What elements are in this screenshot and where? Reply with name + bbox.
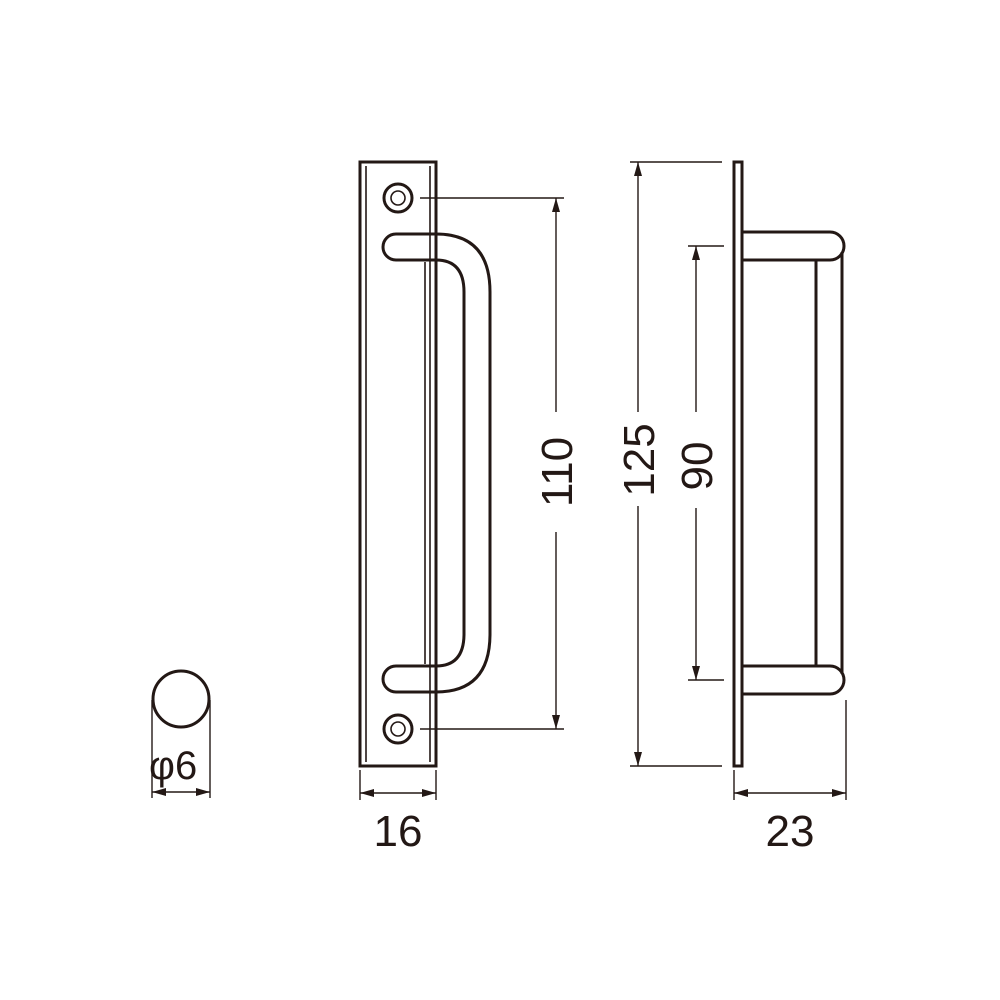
arrow-head — [832, 789, 846, 797]
handle-leg-bottom — [742, 664, 846, 696]
screw-hole-top-inner — [390, 190, 406, 206]
dim-label-90: 90 — [673, 442, 722, 491]
arrow-head — [692, 666, 700, 680]
rod-section-view: φ6 — [149, 669, 211, 798]
arrow-head — [634, 162, 642, 176]
dim-label-125: 125 — [615, 423, 664, 496]
handle-leg-top — [742, 230, 846, 262]
arrow-head — [152, 788, 166, 796]
arrow-head — [552, 198, 560, 212]
arrow-head — [734, 789, 748, 797]
handle-rod-outer — [381, 232, 492, 694]
plate-side — [732, 160, 744, 768]
arrow-head — [196, 788, 210, 796]
screw-hole-bottom — [382, 713, 414, 745]
arrow-head — [422, 789, 436, 797]
dim-label-16: 16 — [374, 807, 423, 856]
screw-hole-top — [382, 182, 414, 214]
dim-label-110: 110 — [533, 437, 582, 507]
arrow-head — [692, 246, 700, 260]
back-plate — [358, 160, 438, 768]
front-view: 110 16 — [358, 160, 582, 856]
dim-label-23: 23 — [766, 807, 815, 856]
rod-section-circle — [151, 669, 211, 729]
arrow-head — [634, 752, 642, 766]
arrow-head — [552, 715, 560, 729]
arrow-head — [360, 789, 374, 797]
side-view: 125 90 23 — [615, 160, 847, 856]
screw-hole-bottom-inner — [390, 721, 406, 737]
dim-label-diameter: φ6 — [149, 744, 197, 788]
